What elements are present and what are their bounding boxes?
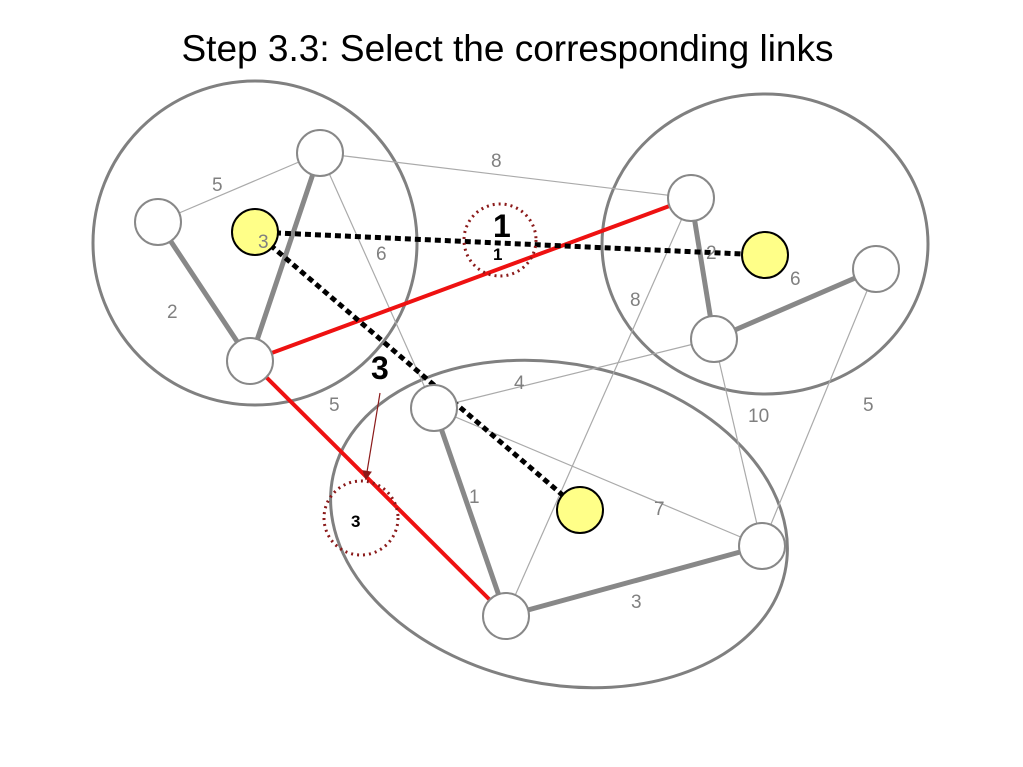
virtual-link-c-f [253,230,582,512]
slide-title: Step 3.3: Select the corresponding links [181,28,834,69]
node-f-highlighted[interactable] [556,486,604,534]
node-l[interactable] [738,522,786,570]
node-e[interactable] [410,384,458,432]
link-a-b [157,152,321,223]
weight-label: 3 [258,232,269,253]
node-c-highlighted[interactable] [231,208,279,256]
weight-label: 5 [863,395,874,416]
link-j-g [713,266,877,342]
weight-labels: 5 2 3 6 8 2 6 8 4 5 1 7 10 5 3 [167,151,874,613]
weight-label: 8 [491,151,502,172]
selected-links [248,196,692,618]
link-b-h [319,152,692,199]
link-e-k [431,407,509,617]
node-j[interactable] [690,315,738,363]
highlighted-nodes [231,208,789,534]
marker-1-label: 1 [493,208,511,244]
weight-label: 3 [631,592,642,613]
node-d[interactable] [226,337,274,385]
node-g[interactable] [852,245,900,293]
marker-circle-1 [462,202,538,278]
node-i-highlighted[interactable] [741,231,789,279]
weight-label: 5 [212,175,223,196]
selected-link-d-h [249,196,692,363]
nodes [134,129,900,640]
weight-label: 6 [790,269,801,290]
link-k-l [505,543,763,619]
marker-3-label: 3 [371,350,389,386]
marker-labels: 1 1 3 3 [351,208,511,531]
marker-3-small-label: 3 [351,512,360,531]
virtual-links [253,229,766,512]
link-b-d [247,152,323,362]
link-e-j [433,338,715,409]
marker-1-small-label: 1 [493,245,502,264]
marker-circle-3 [322,479,400,557]
node-k[interactable] [482,592,530,640]
selected-link-d-k [248,359,508,618]
link-j-l [713,338,763,547]
link-b-e [319,152,435,409]
weight-label: 6 [376,244,387,265]
marker-arrow [362,392,381,481]
weight-label: 8 [630,290,641,311]
weight-label: 5 [329,395,340,416]
weight-label: 10 [748,406,769,427]
link-g-l [761,268,877,547]
node-h[interactable] [667,174,715,222]
cluster-bottom [329,358,789,690]
node-a[interactable] [134,198,182,246]
cluster-left [91,79,419,407]
weight-label: 1 [469,487,480,508]
virtual-link-c-i [254,229,766,258]
weight-label: 2 [167,302,178,323]
thin-links [157,152,877,617]
node-b[interactable] [296,129,344,177]
cluster-right [600,92,930,396]
link-h-k [505,197,692,617]
link-a-d [155,220,253,363]
clusters [91,79,930,690]
markers [322,202,538,557]
thick-links [155,152,877,619]
weight-label: 4 [514,373,525,394]
weight-label: 7 [654,499,665,520]
link-e-l [433,407,763,547]
weight-label: 2 [706,243,717,264]
